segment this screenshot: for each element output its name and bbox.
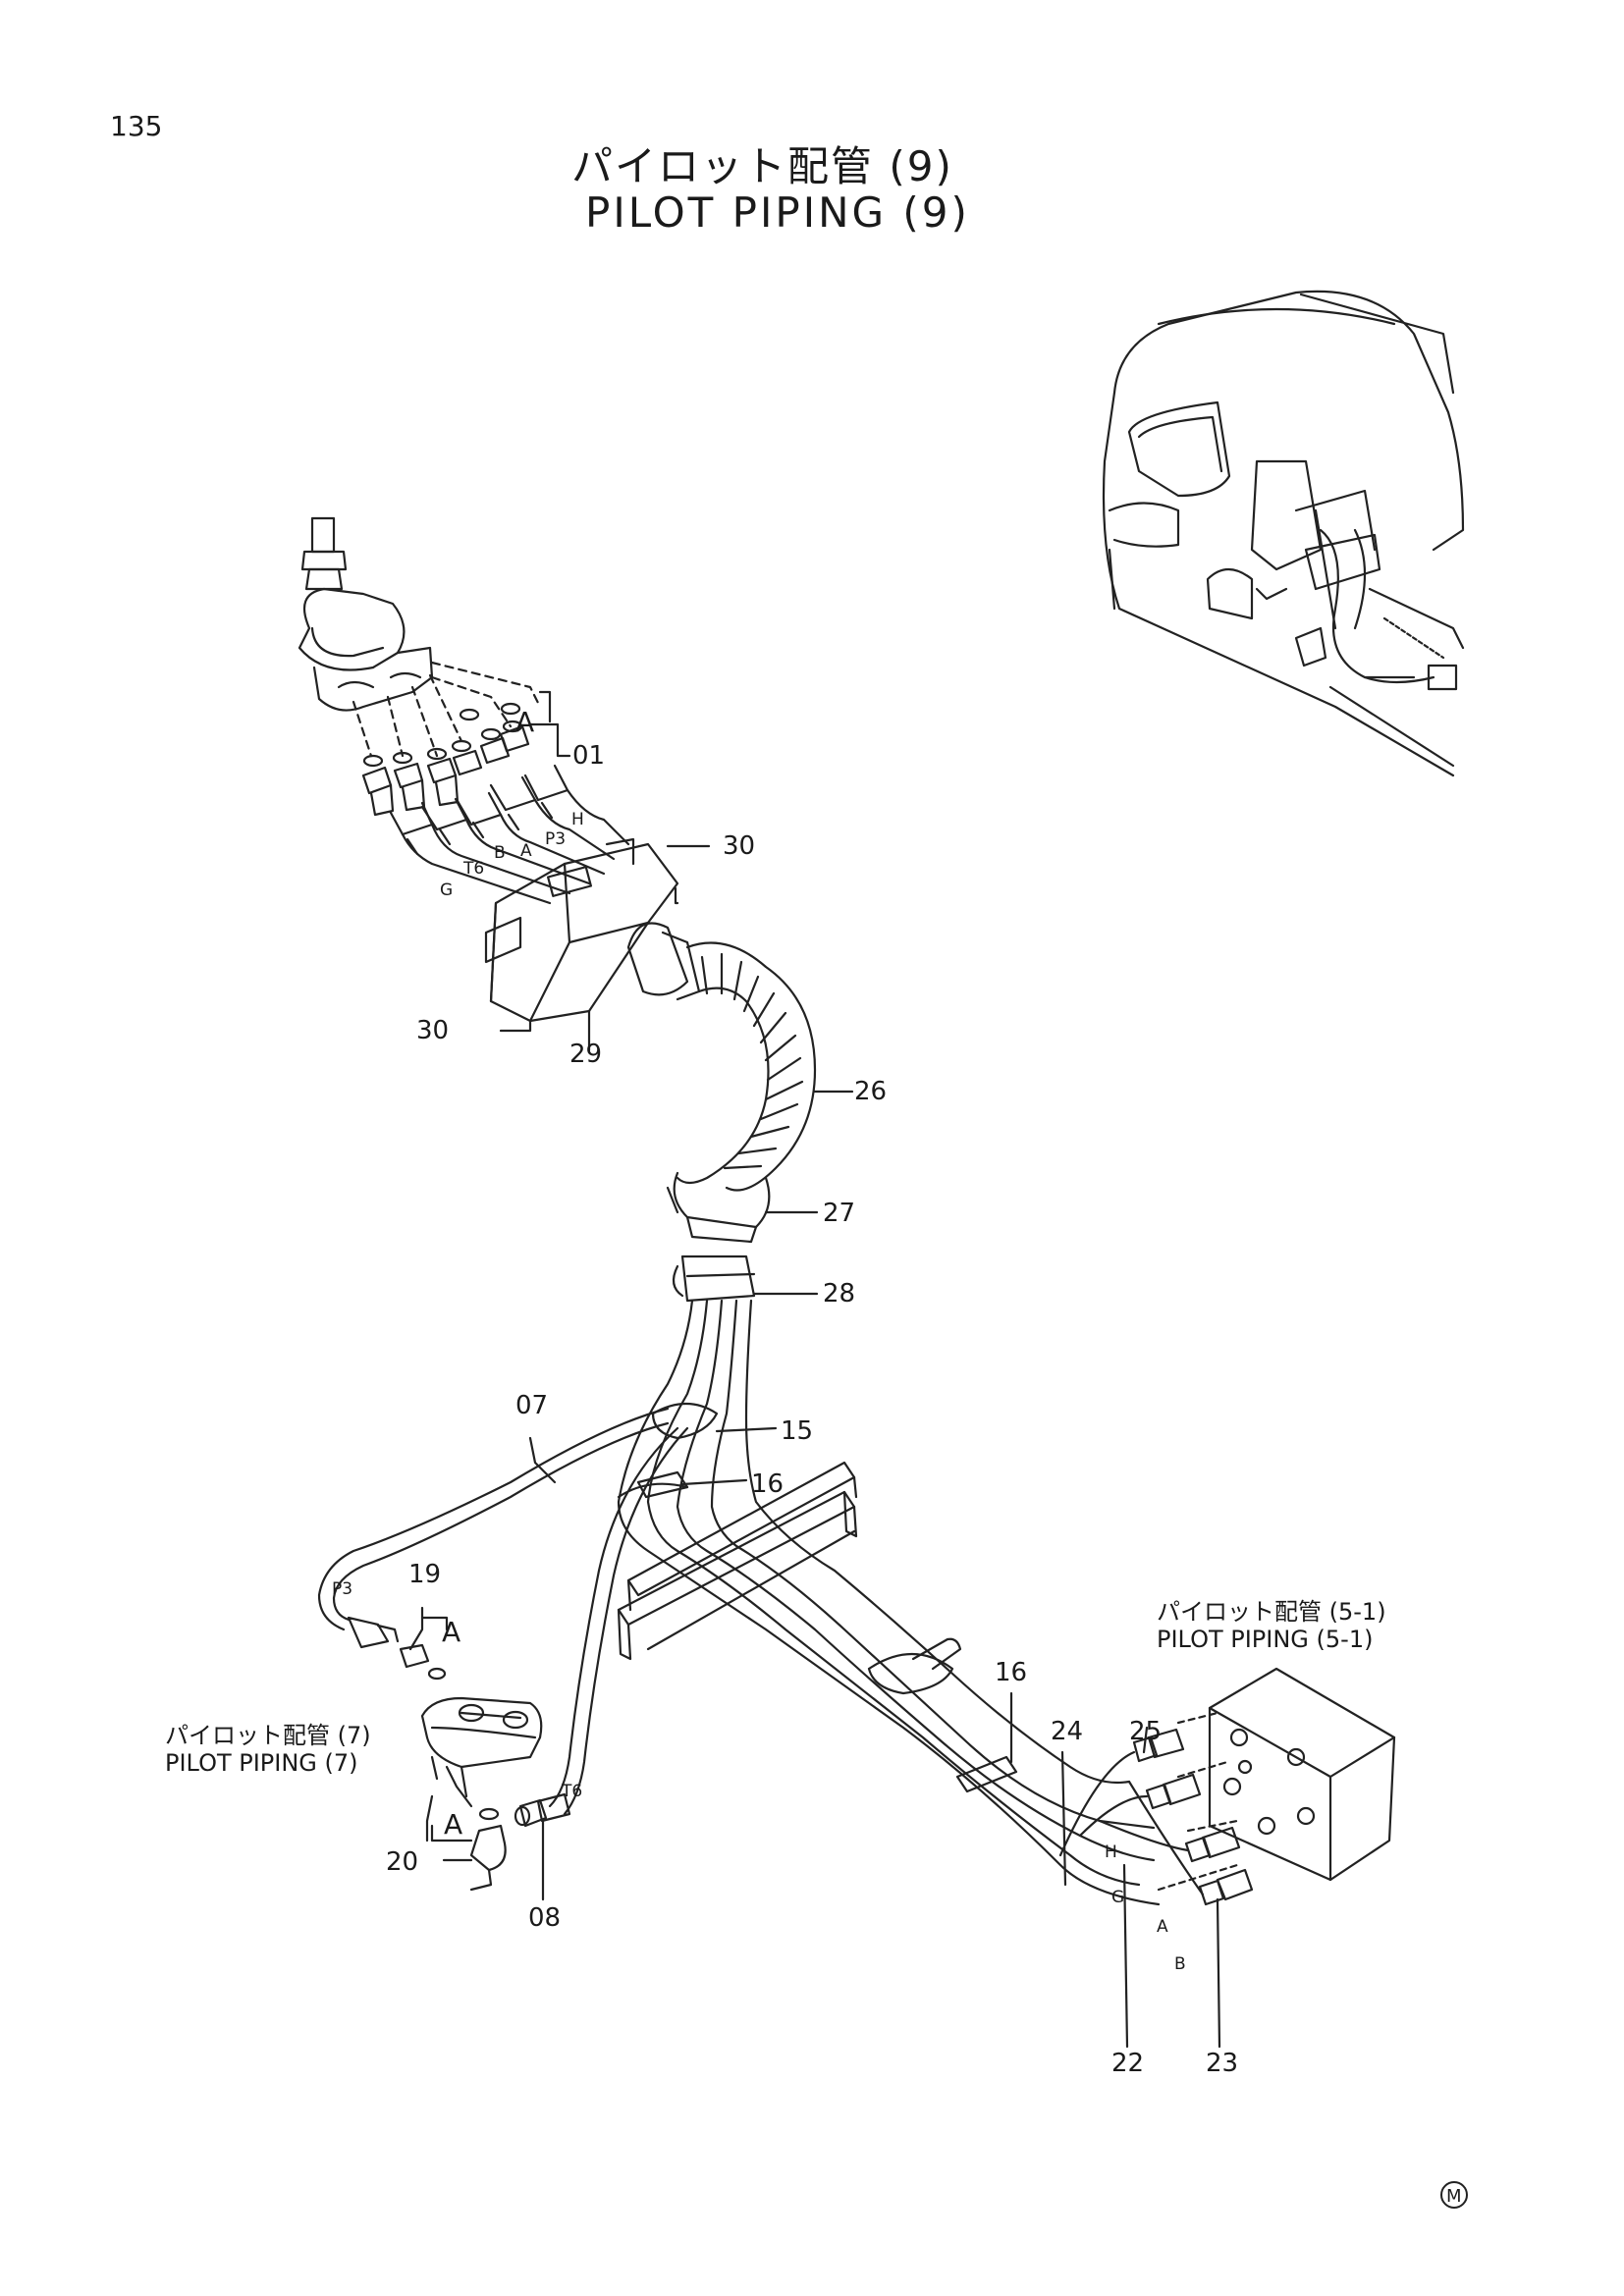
reference-7-japanese: パイロット配管 (7) <box>165 1722 371 1749</box>
control-valve-block <box>1058 1667 1396 1906</box>
port-label-a-lower: A <box>1157 1917 1168 1937</box>
port-label-p3-left: P3 <box>332 1579 352 1599</box>
hose-07 <box>317 1407 670 1892</box>
callout-08: 08 <box>528 1903 561 1933</box>
port-label-b-upper: B <box>494 843 506 863</box>
callout-16-lower: 16 <box>995 1658 1027 1687</box>
reference-7-english: PILOT PIPING (7) <box>165 1749 358 1777</box>
hose-bundle <box>617 1299 1161 1906</box>
callout-27: 27 <box>823 1199 855 1228</box>
callout-24: 24 <box>1051 1717 1083 1746</box>
callout-30-lower: 30 <box>416 1016 449 1045</box>
port-label-h-upper: H <box>571 810 584 829</box>
port-label-t6-lower: T6 <box>561 1782 582 1801</box>
page-title-english: PILOT PIPING (9) <box>585 188 970 237</box>
callout-15: 15 <box>781 1416 813 1446</box>
page-number: 135 <box>110 110 163 142</box>
detail-mark-a-mid: A <box>442 1616 460 1648</box>
callout-23: 23 <box>1206 2049 1238 2078</box>
pilot-valve-assembly <box>298 516 817 1303</box>
page-title-japanese: パイロット配管 (9) <box>571 142 953 190</box>
hose-08 <box>514 1426 689 1828</box>
callout-16-upper: 16 <box>751 1469 784 1499</box>
callout-22: 22 <box>1111 2049 1144 2078</box>
callout-30-upper: 30 <box>723 831 755 861</box>
footer-mark-circled-m: M <box>1440 2181 1468 2209</box>
callout-26: 26 <box>854 1077 887 1106</box>
callout-29: 29 <box>569 1040 602 1069</box>
port-label-g-upper: G <box>440 881 453 900</box>
callout-01: 01 <box>572 741 605 771</box>
cab-inset-illustration <box>1102 290 1465 777</box>
callout-28: 28 <box>823 1279 855 1308</box>
port-label-t6-upper: T6 <box>462 859 484 879</box>
callout-25: 25 <box>1129 1717 1162 1746</box>
footer-mark-letter: M <box>1446 2186 1462 2207</box>
callout-20: 20 <box>386 1847 418 1877</box>
detail-mark-a-top: A <box>515 706 534 738</box>
port-label-g-lower: G <box>1111 1888 1124 1907</box>
detail-mark-a-low: A <box>444 1808 462 1841</box>
callout-leaders <box>408 690 1221 2049</box>
port-label-a-upper: A <box>520 841 532 861</box>
reference-5-1-english: PILOT PIPING (5-1) <box>1157 1626 1374 1653</box>
reference-5-1-japanese: パイロット配管 (5-1) <box>1157 1598 1386 1626</box>
port-label-h-lower: H <box>1105 1842 1117 1862</box>
callout-19: 19 <box>408 1560 441 1589</box>
port-label-b-lower: B <box>1174 1954 1186 1974</box>
port-label-p3-upper: P3 <box>545 829 566 849</box>
callout-07: 07 <box>515 1391 548 1420</box>
